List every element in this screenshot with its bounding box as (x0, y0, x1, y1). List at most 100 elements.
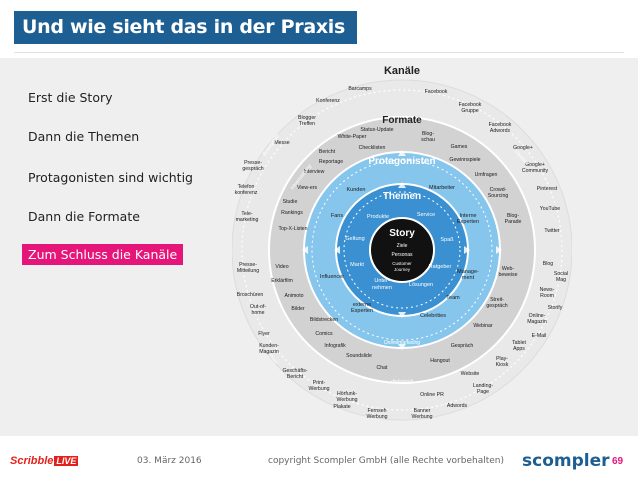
protag-celebrities: Celebrities (420, 313, 446, 319)
protag-externe: externe (353, 302, 371, 308)
themen-produkte: Produkte (367, 214, 389, 220)
kanal-online-pr: Online PR (420, 392, 444, 398)
center-personas: Personas (391, 252, 413, 258)
kanal-telemarketing-2: marketing (236, 217, 259, 223)
protag-experten2: Experten (351, 308, 373, 314)
kanal-print-werbung-2: Werbung (309, 386, 330, 392)
themen-loesungen: Lösungen (409, 282, 433, 288)
footer-copyright: copyright Scompler GmbH (alle Rechte vor… (268, 456, 505, 466)
story-core (370, 218, 434, 282)
agenda-item-kanaele: Zum Schluss die Kanäle (22, 244, 184, 265)
themen-unter: Unter- (374, 278, 389, 284)
agenda-item-protagonisten: Protagonisten sind wichtig (28, 170, 193, 185)
kanal-landing-page-2: Page (477, 389, 489, 395)
formate-messe: Messe (274, 140, 289, 146)
formate-crowd: Crowd- (490, 187, 507, 193)
protag-interne: Interne (459, 213, 476, 219)
formate-streit: Streit- (490, 297, 504, 303)
kanal-play-kiosk-2: Kiosk (496, 362, 509, 368)
kanal-tablet-apps-1: Tablet (512, 340, 526, 346)
kanal-website: Website (461, 371, 480, 377)
agenda-item-themen: Dann die Themen (28, 129, 140, 144)
ring-title-themen: Themen (383, 191, 421, 202)
protag-ment: ment (462, 275, 475, 281)
kanal-broschueren: Broschüren (237, 292, 264, 298)
kanal-presse-mitteilung-2: Mitteilung (237, 268, 259, 274)
kanal-googleplus: Google+ (513, 145, 533, 151)
kanal-facebook-gruppe-2: Gruppe (461, 108, 478, 114)
protag-manage: Manage- (457, 269, 479, 275)
protag-experten: Experten (457, 219, 479, 225)
formate-gespraech: gespräch (486, 303, 507, 309)
kanal-twitter: Twitter (544, 228, 560, 234)
kanal-pinterest: Pinterest (537, 186, 558, 192)
kanal-telefonkonferenz-1: Telefon (238, 184, 255, 190)
formate-blog2: Blog- (507, 213, 519, 219)
kanal-social: Social (554, 271, 568, 277)
center-journey: Journey (394, 267, 411, 272)
themen-service: Service (417, 212, 435, 218)
kanal-presse-mitteilung-1: Presse- (239, 262, 257, 268)
formate-bildstrecken: Bildstrecken (310, 317, 338, 323)
kanal-plakate: Plakate (333, 404, 350, 410)
kanal-tablet-apps-2: Apps (513, 346, 525, 352)
themen-markt: Markt (350, 262, 364, 268)
center-customer: Customer (392, 261, 412, 266)
formate-video: Video (275, 264, 288, 270)
formate-infografik: Infografik (324, 343, 346, 349)
page-number: 69 (612, 456, 624, 467)
formate-animoto: Animoto (284, 293, 303, 299)
protag-kunden: Kunden (347, 187, 366, 193)
kanal-storify: Storify (548, 305, 563, 311)
kanal-facebook-adwords-2: Adwords (490, 128, 511, 134)
kanal-flyer: Flyer (258, 331, 270, 337)
slide-title: Und wie sieht das in der Praxis aus? (14, 11, 357, 71)
formate-presse: Presse- (244, 160, 262, 166)
kanal-geschaeftsbericht-1: Geschäfts- (282, 368, 307, 374)
themen-spass: Spaß (440, 237, 454, 243)
ring-label-print: Print (267, 353, 279, 365)
kanal-banner-werbung-1: Banner (414, 408, 431, 414)
kanal-play-kiosk-1: Play- (496, 356, 508, 362)
kanal-youtube: YouTube (540, 206, 560, 212)
kanal-telemarketing-1: Tele- (241, 211, 253, 217)
live-badge: LIVE (54, 456, 79, 466)
kanal-out-of-home-1: Out-of- (250, 304, 266, 310)
kanal-facebook-gruppe-1: Facebook (459, 102, 482, 108)
ring-label-dialogisch: dialogisch (391, 379, 413, 385)
kanal-hoerfunk-werbung-2: Werbung (337, 397, 358, 403)
formate-erklaerfilm: Erklärfilm (271, 278, 293, 284)
kanal-online-magazin-2: Magazin (527, 319, 547, 325)
kanal-hoerfunk-werbung-1: Hörfunk- (337, 391, 357, 397)
agenda-item-formate: Dann die Formate (28, 209, 140, 224)
center-story: Story (389, 228, 415, 239)
formate-chat: Chat (377, 365, 389, 371)
footer-date: 03. März 2016 (137, 456, 202, 466)
protag-mitarbeiter: Mitarbeiter (429, 185, 455, 191)
formate-hangout: Hangout (430, 358, 450, 364)
formate-umfragen: Umfragen (475, 172, 498, 178)
formate-top-x: Top-X-Listen (278, 226, 307, 232)
kanal-newsroom-1: News- (540, 287, 555, 293)
scompler-logo: scompler (522, 451, 610, 471)
formate-web: Web- (502, 266, 515, 272)
agenda-item-story: Erst die Story (28, 90, 113, 105)
kanal-mag: Mag (556, 277, 566, 283)
formate-comics: Comics (315, 331, 333, 337)
ring-outer-dashed (241, 89, 563, 411)
kanal-online-magazin-1: Online- (529, 313, 546, 319)
kanal-geschaeftsbericht-2: Bericht (287, 374, 304, 380)
kanal-banner-werbung-2: Werbung (412, 414, 433, 420)
formate-interview: Interview (304, 169, 325, 175)
formate-bericht: Bericht (319, 149, 336, 155)
formate-views: View-ers (297, 185, 317, 191)
content-strategy-diagram: Kanäle Formate Protagonisten Themen Stor… (232, 65, 572, 421)
formate-bilder: Bilder (291, 306, 305, 312)
ring-title-kanaele: Kanäle (384, 65, 420, 77)
kanal-facebook: Facebook (425, 89, 448, 95)
kanal-facebook-adwords-1: Facebook (489, 122, 512, 128)
ring-arrows (302, 150, 502, 350)
formate-studie: Studie (283, 199, 298, 205)
kanal-fernseh-werbung-2: Werbung (367, 414, 388, 420)
